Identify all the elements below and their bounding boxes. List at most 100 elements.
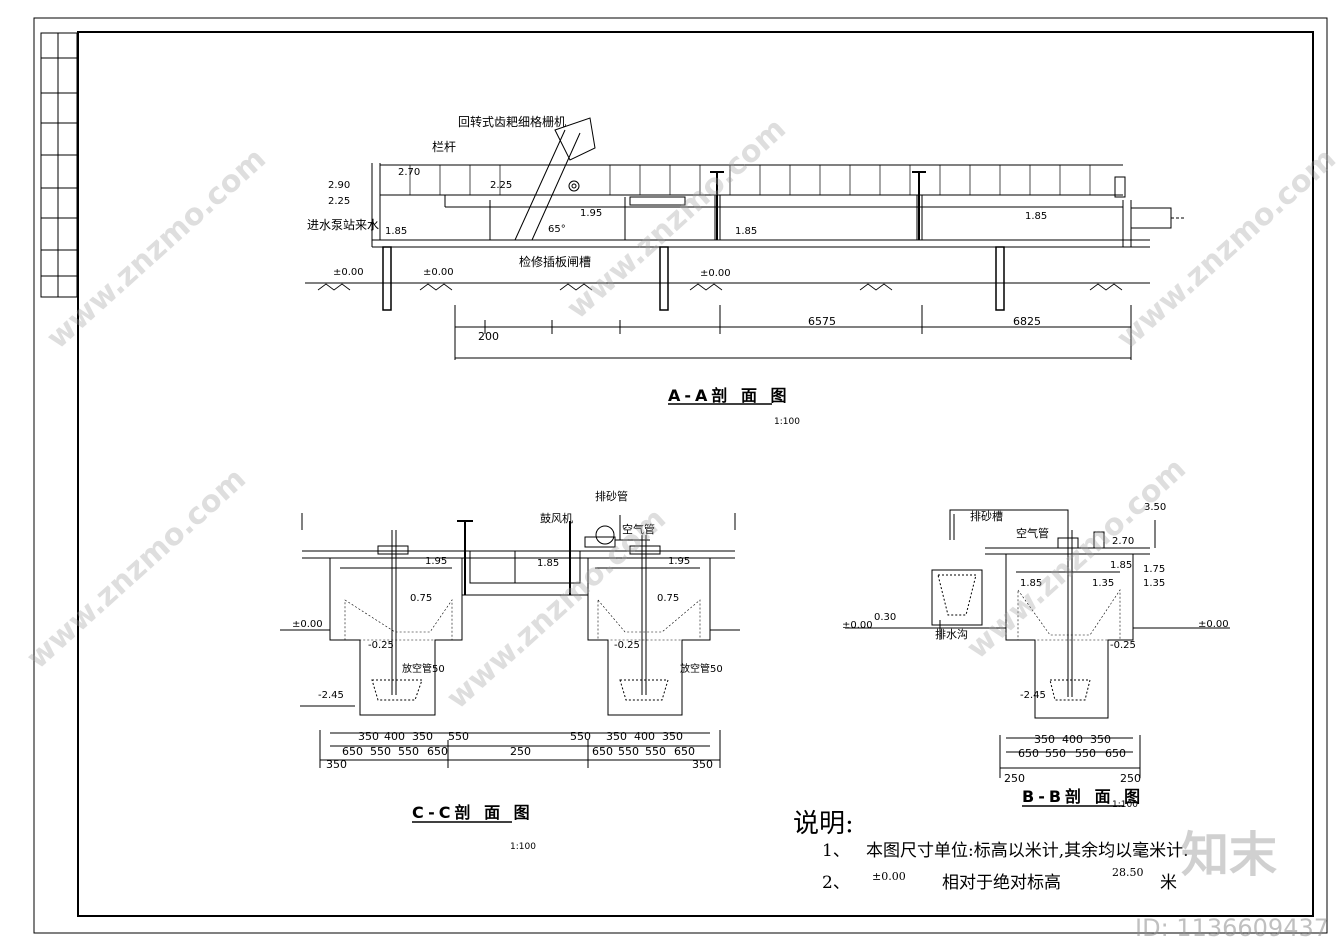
elev-bb-3: 1.85 xyxy=(1020,578,1042,589)
label-drain-left: 放空管50 xyxy=(402,662,445,675)
label-blower: 鼓风机 xyxy=(540,511,573,525)
dim-cc-mid-4: 650 xyxy=(427,745,448,758)
label-drain-right: 放空管50 xyxy=(680,662,723,675)
elev-cc-7: -0.25 xyxy=(614,640,640,651)
notes-line-1: 本图尺寸单位:标高以米计,其余均以毫米计. xyxy=(866,841,1189,861)
label-railing: 栏杆 xyxy=(432,139,456,154)
notes-line-2-value: 28.50 xyxy=(1112,866,1144,879)
dim-bb-mid-3: 550 xyxy=(1075,747,1096,760)
elev-cc-4: 0.75 xyxy=(410,593,432,604)
watermark-id: ID: 1136609437 xyxy=(1135,914,1329,942)
label-gate-slot: 检修插板闸槽 xyxy=(519,254,591,269)
section-bb-title: B-B剖 面 图 xyxy=(1022,787,1144,806)
elev-aa-4: 2.25 xyxy=(490,180,512,191)
dim-cc-mid-1: 650 xyxy=(342,745,363,758)
elev-aa-6: 1.85 xyxy=(385,226,407,237)
inner-border xyxy=(77,31,1314,917)
dim-cc-mid-9: 650 xyxy=(674,745,695,758)
notes-line-2-unit: 米 xyxy=(1160,873,1177,893)
dim-cc-bot-1: 350 xyxy=(326,758,347,771)
dim-cc-top-2: 400 xyxy=(384,730,405,743)
elev-aa-9: ±0.00 xyxy=(333,267,364,278)
elev-aa-5: 1.95 xyxy=(580,208,602,219)
dim-cc-mid-3: 550 xyxy=(398,745,419,758)
dim-cc-mid-8: 550 xyxy=(645,745,666,758)
dim-cc-top-8: 350 xyxy=(662,730,683,743)
notes-line-2-zero: ±0.00 xyxy=(872,870,906,883)
elev-aa-10: ±0.00 xyxy=(423,267,454,278)
section-bb-scale: 1:100 xyxy=(1112,800,1138,810)
label-sand-pipe-cc: 排砂管 xyxy=(595,489,628,503)
label-air-pipe-bb: 空气管 xyxy=(1016,526,1049,540)
label-sand-trough: 排砂槽 xyxy=(970,509,1003,523)
dim-cc-top-1: 350 xyxy=(358,730,379,743)
elev-bb-1: 3.50 xyxy=(1144,502,1166,513)
elev-aa-7: 1.85 xyxy=(735,226,757,237)
section-cc-text: 排砂管 鼓风机 空气管 放空管50 放空管50 1.95 1.85 1.95 0… xyxy=(292,489,723,852)
elev-cc-6: -0.25 xyxy=(368,640,394,651)
elev-aa-1: 2.90 xyxy=(328,180,350,191)
section-aa xyxy=(305,117,1185,405)
elev-bb-12: ±0.00 xyxy=(1198,619,1229,630)
notes-line-1-num: 1、 xyxy=(822,841,850,861)
elev-cc-8: -2.45 xyxy=(318,690,344,701)
section-cc xyxy=(280,513,740,823)
elev-bb-11: ±0.00 xyxy=(842,620,873,631)
dim-cc-mid-6: 650 xyxy=(592,745,613,758)
dim-bb-bot-1: 250 xyxy=(1004,772,1025,785)
dim-cc-mid-2: 550 xyxy=(370,745,391,758)
dim-bb-bot-2: 250 xyxy=(1120,772,1141,785)
elev-cc-5: 0.75 xyxy=(657,593,679,604)
elev-aa-11: ±0.00 xyxy=(700,268,731,279)
section-aa-text: 回转式齿耙细格栅机 栏杆 进水泵站来水 检修插板闸槽 65° 2.90 2.25… xyxy=(307,114,1047,427)
elev-bb-4: 1.35 xyxy=(1092,578,1114,589)
elev-aa-8: 1.85 xyxy=(1025,211,1047,222)
notes-title: 说明: xyxy=(793,809,854,839)
dim-bb-top-1: 350 xyxy=(1034,733,1055,746)
dim-cc-top-5: 550 xyxy=(570,730,591,743)
dim-aa-1: 200 xyxy=(478,330,499,343)
section-bb xyxy=(845,509,1230,807)
section-bb-text: 排砂槽 空气管 排水沟 3.50 2.70 1.85 1.35 1.85 1.7… xyxy=(842,502,1229,810)
elev-bb-2: 2.70 xyxy=(1112,536,1134,547)
label-grid-machine: 回转式齿耙细格栅机 xyxy=(458,114,566,129)
dim-aa-2: 6575 xyxy=(808,315,836,328)
elev-cc-9: ±0.00 xyxy=(292,619,323,630)
watermark-brand: 知末 xyxy=(1180,827,1277,883)
elev-cc-2: 1.85 xyxy=(537,558,559,569)
outer-border xyxy=(33,17,1328,934)
dim-cc-mid-5: 250 xyxy=(510,745,531,758)
elev-bb-5: 1.85 xyxy=(1110,560,1132,571)
dim-cc-top-6: 350 xyxy=(606,730,627,743)
dim-bb-mid-1: 650 xyxy=(1018,747,1039,760)
dim-bb-top-3: 350 xyxy=(1090,733,1111,746)
dim-cc-top-7: 400 xyxy=(634,730,655,743)
section-aa-scale: 1:100 xyxy=(774,417,800,427)
label-angle: 65° xyxy=(548,224,566,235)
section-cc-title: C-C剖 面 图 xyxy=(412,803,534,822)
side-title-strip xyxy=(40,32,78,298)
elev-bb-8: -0.25 xyxy=(1110,640,1136,651)
elev-bb-6: 1.75 xyxy=(1143,564,1165,575)
dim-bb-top-2: 400 xyxy=(1062,733,1083,746)
label-drain-ditch: 排水沟 xyxy=(935,627,968,641)
label-air-pipe-cc: 空气管 xyxy=(622,522,655,536)
elev-bb-9: -2.45 xyxy=(1020,690,1046,701)
dim-cc-top-4: 550 xyxy=(448,730,469,743)
label-inlet: 进水泵站来水 xyxy=(307,218,379,232)
notes-line-2-text: 相对于绝对标高 xyxy=(942,873,1061,893)
dim-bb-mid-4: 650 xyxy=(1105,747,1126,760)
elev-cc-3: 1.95 xyxy=(668,556,690,567)
dim-cc-bot-2: 350 xyxy=(692,758,713,771)
notes-line-2-num: 2、 xyxy=(822,873,850,893)
elev-cc-1: 1.95 xyxy=(425,556,447,567)
section-cc-scale: 1:100 xyxy=(510,842,536,852)
section-aa-title: A-A剖 面 图 xyxy=(668,386,791,405)
elev-aa-2: 2.25 xyxy=(328,196,350,207)
dim-aa-3: 6825 xyxy=(1013,315,1041,328)
dim-cc-mid-7: 550 xyxy=(618,745,639,758)
elev-bb-7: 1.35 xyxy=(1143,578,1165,589)
dim-bb-mid-2: 550 xyxy=(1045,747,1066,760)
dim-cc-top-3: 350 xyxy=(412,730,433,743)
